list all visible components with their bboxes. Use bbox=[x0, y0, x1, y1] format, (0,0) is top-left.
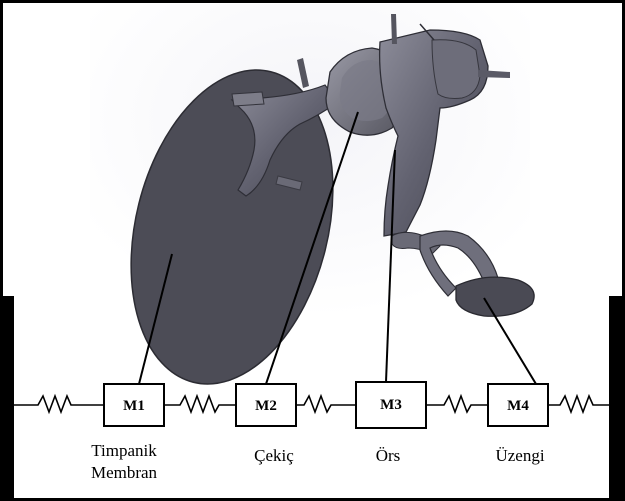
mass-label-m3: M3 bbox=[380, 397, 402, 413]
mass-label-m2: M2 bbox=[255, 398, 277, 414]
mass-label-m1: M1 bbox=[123, 398, 145, 414]
mass-label-m4: M4 bbox=[507, 398, 529, 414]
spring-m3-m4 bbox=[426, 396, 488, 412]
caption-cekic: Çekiç bbox=[254, 446, 294, 465]
right-wall bbox=[609, 296, 622, 499]
spring-m1-m2 bbox=[164, 396, 236, 412]
caption-uzengi: Üzengi bbox=[495, 446, 544, 465]
left-wall bbox=[3, 296, 14, 499]
incus-pin-top bbox=[391, 14, 397, 44]
captions: Timpanik Membran Çekiç Örs Üzengi bbox=[91, 441, 545, 482]
caption-ors: Örs bbox=[376, 446, 401, 465]
stapes-footplate bbox=[456, 277, 534, 316]
incus-face bbox=[432, 40, 480, 99]
spring-wall-m1 bbox=[14, 396, 104, 412]
caption-timpanik: Timpanik bbox=[91, 441, 157, 460]
spring-m2-m3 bbox=[296, 396, 356, 412]
spring-m4-wall bbox=[548, 396, 609, 412]
malleus-tip bbox=[232, 92, 264, 106]
caption-membran: Membran bbox=[91, 463, 158, 482]
